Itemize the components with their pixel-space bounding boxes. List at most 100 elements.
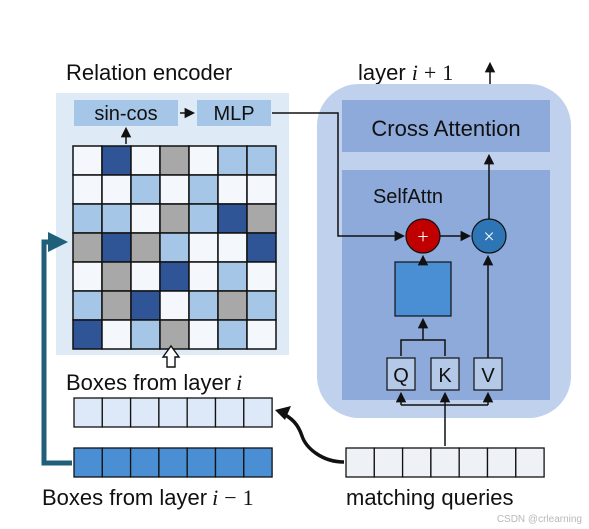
k-box [430, 357, 460, 391]
matching-queries-label: matching queries [346, 485, 514, 510]
sincos-label: sin-cos [94, 103, 157, 125]
matrix-cell [101, 319, 132, 350]
token-cell [73, 447, 103, 478]
matrix-cell [217, 145, 248, 176]
cross-attention-label: Cross Attention [371, 116, 520, 141]
multiply-symbol: × [483, 226, 494, 248]
matrix-cell [217, 174, 248, 205]
matrix-cell [217, 290, 248, 321]
matrix-cell [217, 203, 248, 234]
matrix-cell [246, 232, 277, 263]
matrix-cell [188, 174, 219, 205]
matrix-cell [130, 203, 161, 234]
matrix-cell [246, 174, 277, 205]
token-cell [129, 397, 160, 428]
matrix-cell [217, 232, 248, 263]
token-cell [515, 447, 545, 478]
mlp-to-plus-arrow [272, 112, 406, 242]
token-cell [214, 447, 245, 478]
token-cell [458, 447, 489, 478]
matrix-cell [246, 261, 277, 292]
matrix-cell [101, 174, 132, 205]
hollow-up-arrow [161, 344, 181, 368]
matrix-cell [188, 232, 219, 263]
matrix-cell [72, 261, 103, 292]
k-label: K [438, 365, 452, 387]
token-cell [486, 447, 517, 478]
token-cell [186, 447, 217, 478]
matrix-cell [159, 261, 190, 292]
queries-to-boxes-arrowhead [275, 406, 291, 420]
sincos-box [74, 100, 178, 126]
mlp-box [197, 100, 271, 126]
matrix-cell [159, 232, 190, 263]
matrix-cell [130, 174, 161, 205]
token-cell [243, 447, 273, 478]
matrix-cell [72, 145, 103, 176]
v-label: V [481, 365, 495, 387]
plus-symbol: + [417, 226, 428, 248]
relation-encoder-title: Relation encoder [66, 60, 232, 85]
matrix-cell [130, 232, 161, 263]
matrix-cell [101, 261, 132, 292]
matrix-cell [188, 261, 219, 292]
token-cell [158, 447, 188, 478]
boxes-previous-row [73, 447, 273, 478]
matrix-cell [159, 174, 190, 205]
matrix-cell [246, 319, 277, 350]
attention-map-box [394, 261, 452, 317]
matrix-cell [101, 203, 132, 234]
matrix-cell [159, 203, 190, 234]
token-cell [101, 397, 132, 428]
queries-to-boxes-curve [279, 410, 345, 464]
mlp-label: MLP [213, 103, 254, 125]
matrix-cell [188, 290, 219, 321]
cross-attention-box [342, 100, 550, 152]
q-box [386, 357, 416, 391]
v-box [473, 357, 503, 391]
matrix-cell [72, 232, 103, 263]
matrix-cell [130, 290, 161, 321]
matrix-cell [159, 290, 190, 321]
matrix-cell [159, 319, 190, 350]
token-cell [186, 397, 217, 428]
token-cell [129, 447, 160, 478]
matrix-cell [246, 290, 277, 321]
matrix-cell [159, 145, 190, 176]
token-cell [101, 447, 132, 478]
matrix-cell [188, 319, 219, 350]
token-cell [345, 447, 375, 478]
matrix-cell [188, 203, 219, 234]
token-cell [73, 397, 103, 428]
matching-queries-row [345, 447, 545, 478]
token-cell [430, 447, 460, 478]
matrix-cell [72, 203, 103, 234]
matrix-cell [101, 145, 132, 176]
matrix-cell [130, 319, 161, 350]
matrix-cell [217, 261, 248, 292]
matrix-cell [101, 232, 132, 263]
matrix-cell [101, 290, 132, 321]
q-label: Q [393, 365, 409, 387]
token-cell [373, 447, 404, 478]
matrix-cell [217, 319, 248, 350]
self-attn-label: SelfAttn [373, 186, 443, 208]
token-cell [401, 447, 432, 478]
matrix-cell [130, 145, 161, 176]
matrix-cell [72, 174, 103, 205]
matrix-cell [246, 145, 277, 176]
relation-matrix [72, 145, 277, 350]
feedback-arrow [41, 232, 72, 466]
boxes-current-row [73, 397, 273, 428]
token-cell [158, 397, 188, 428]
token-cell [214, 397, 245, 428]
matrix-cell [188, 145, 219, 176]
matrix-cell [246, 203, 277, 234]
watermark: CSDN @crlearning [497, 514, 582, 525]
matrix-cell [72, 319, 103, 350]
matrix-cell [72, 290, 103, 321]
